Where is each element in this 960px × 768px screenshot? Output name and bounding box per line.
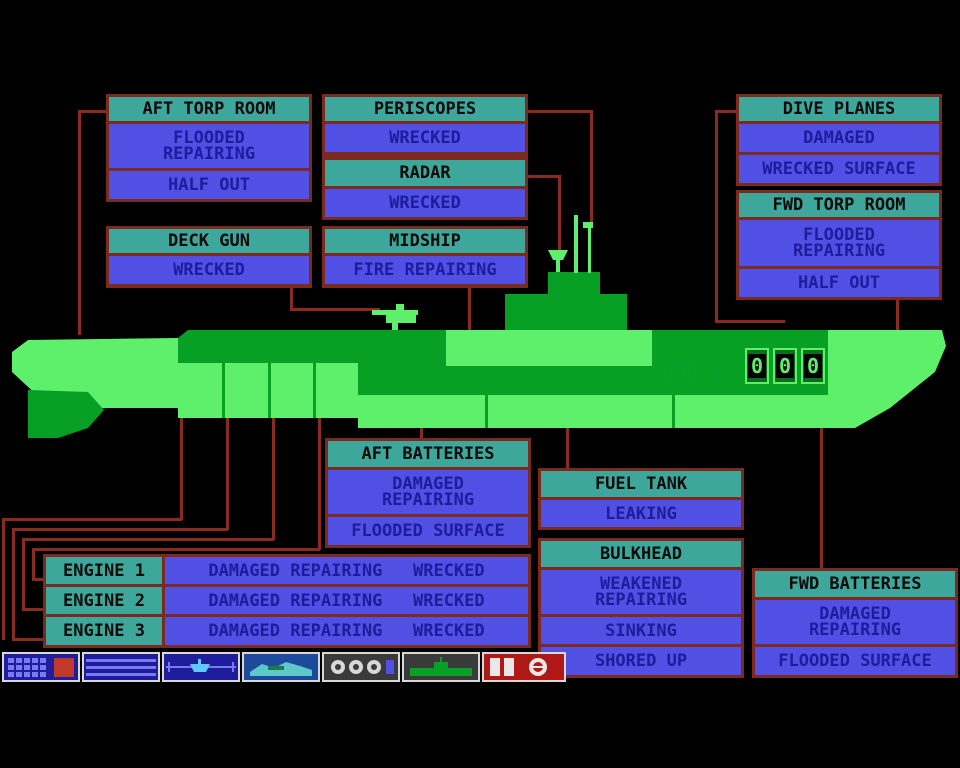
wire <box>896 298 899 330</box>
wire <box>180 400 183 520</box>
conning-tower <box>505 215 627 330</box>
damage-digit: 0 <box>773 348 797 384</box>
damage-digit: 0 <box>745 348 769 384</box>
wire <box>820 425 823 570</box>
compartment-name: PERISCOPES <box>325 97 525 121</box>
wire <box>468 285 471 330</box>
wire <box>290 285 293 310</box>
damage-label: DMG % <box>662 360 723 384</box>
wire <box>32 578 46 581</box>
compartment-status: HALF OUT <box>109 171 309 199</box>
wire <box>12 638 46 641</box>
panel-bulkhead: BULKHEAD WEAKENED REPAIRING SINKING SHOR… <box>538 538 744 678</box>
compartment-name: FWD TORP ROOM <box>739 193 939 217</box>
wire <box>32 548 320 551</box>
panel-midship: MIDSHIP FIRE REPAIRING <box>322 226 528 288</box>
wire <box>318 400 321 550</box>
panel-engines: ENGINE 1 DAMAGED REPAIRING WRECKED ENGIN… <box>43 554 531 648</box>
damage-readout: DMG % 0 0 0 <box>660 348 830 388</box>
panel-periscopes-radar: PERISCOPES WRECKED RADAR WRECKED <box>322 94 528 220</box>
engine-name: ENGINE 3 <box>46 617 162 645</box>
compartment-name: FUEL TANK <box>541 471 741 497</box>
wire <box>78 110 108 113</box>
compartment-status: FIRE REPAIRING <box>325 256 525 284</box>
compartment-name: AFT TORP ROOM <box>109 97 309 121</box>
compartment-status: DAMAGED REPAIRING <box>755 600 955 644</box>
wire <box>566 425 569 470</box>
engine-name: ENGINE 1 <box>46 557 162 584</box>
damage-report-icon[interactable] <box>402 652 480 682</box>
wire <box>32 548 35 580</box>
wire <box>2 518 5 640</box>
chart-grid-icon[interactable] <box>2 652 80 682</box>
wire <box>78 110 81 335</box>
damage-digit: 0 <box>801 348 825 384</box>
wire <box>272 410 275 540</box>
panel-fwd-batteries: FWD BATTERIES DAMAGED REPAIRING FLOODED … <box>752 568 958 678</box>
periscope-view-icon[interactable] <box>162 652 240 682</box>
gauges-icon[interactable] <box>322 652 400 682</box>
wire <box>715 320 785 323</box>
compartment-status: SINKING <box>541 617 741 644</box>
compartment-status: DAMAGED REPAIRING <box>328 470 528 514</box>
compartment-status: WRECKED SURFACE <box>739 155 939 183</box>
compartment-status: FLOODED REPAIRING <box>739 220 939 266</box>
compartment-status: WRECKED <box>109 256 309 284</box>
panel-fuel-tank: FUEL TANK LEAKING <box>538 468 744 530</box>
wire <box>12 528 15 640</box>
compartment-status: WRECKED <box>325 189 525 217</box>
compartment-status: DAMAGED <box>739 124 939 152</box>
torpedo-icon[interactable] <box>482 652 566 682</box>
wire <box>590 110 593 228</box>
compartment-name: FWD BATTERIES <box>755 571 955 597</box>
panel-deck-gun: DECK GUN WRECKED <box>106 226 312 288</box>
wire <box>22 538 25 610</box>
engine-name: ENGINE 2 <box>46 587 162 614</box>
wire <box>715 110 740 113</box>
compartment-status: LEAKING <box>541 500 741 527</box>
engine-status: DAMAGED REPAIRING WRECKED <box>165 617 528 645</box>
wire <box>22 608 46 611</box>
panel-aft-torp-room: AFT TORP ROOM FLOODED REPAIRING HALF OUT <box>106 94 312 202</box>
waves-icon[interactable] <box>82 652 160 682</box>
panel-dive-planes: DIVE PLANES DAMAGED WRECKED SURFACE <box>736 94 942 186</box>
wire <box>12 528 228 531</box>
wire <box>2 518 182 521</box>
wire <box>226 410 229 530</box>
compartment-name: DIVE PLANES <box>739 97 939 121</box>
panel-aft-batteries: AFT BATTERIES DAMAGED REPAIRING FLOODED … <box>325 438 531 548</box>
compartment-status: WEAKENED REPAIRING <box>541 570 741 614</box>
wire <box>525 110 593 113</box>
compartment-name: BULKHEAD <box>541 541 741 567</box>
compartment-status: WRECKED <box>325 124 525 152</box>
compartment-status: FLOODED REPAIRING <box>109 124 309 168</box>
map-icon[interactable] <box>242 652 320 682</box>
panel-fwd-torp-room: FWD TORP ROOM FLOODED REPAIRING HALF OUT <box>736 190 942 300</box>
engine-status: DAMAGED REPAIRING WRECKED <box>165 557 528 584</box>
compartment-name: AFT BATTERIES <box>328 441 528 467</box>
deck-gun-icon <box>372 304 418 330</box>
compartment-status: SHORED UP <box>541 647 741 675</box>
wire <box>420 425 423 440</box>
compartment-name: MIDSHIP <box>325 229 525 253</box>
wire <box>715 110 718 322</box>
compartment-status: FLOODED SURFACE <box>328 517 528 545</box>
wire <box>558 175 561 253</box>
compartment-status: FLOODED SURFACE <box>755 647 955 675</box>
wire <box>22 538 274 541</box>
compartment-name: DECK GUN <box>109 229 309 253</box>
compartment-status: HALF OUT <box>739 269 939 297</box>
wire <box>525 175 561 178</box>
submarine-hull <box>12 330 946 438</box>
wire <box>290 308 380 311</box>
compartment-name: RADAR <box>325 160 525 186</box>
engine-status: DAMAGED REPAIRING WRECKED <box>165 587 528 614</box>
